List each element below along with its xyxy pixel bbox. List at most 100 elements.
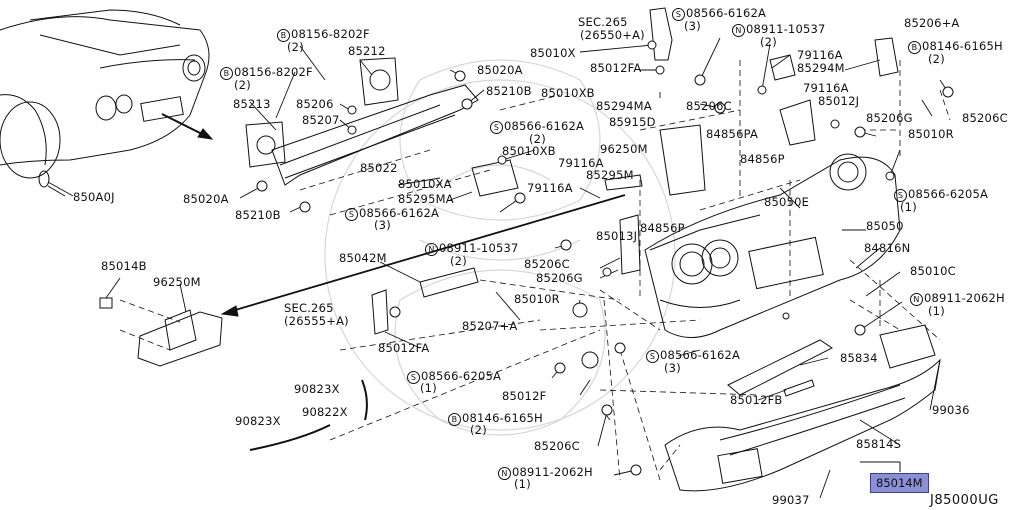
label-99037[interactable]: 99037 [772,493,810,507]
upper-bracket-cluster [372,8,898,334]
label-08566-6205a-left-qty: (1) [420,381,437,395]
label-08156-8202f-1-qty: (2) [287,40,304,54]
label-85834[interactable]: 85834 [840,351,878,365]
label-79116a-2[interactable]: 79116A [803,81,849,95]
label-85206a[interactable]: 85206+A [904,16,960,30]
label-85020a-top[interactable]: 85020A [477,63,523,77]
label-sec265-left-sub: (26555+A) [284,314,349,328]
label-85012fa-left[interactable]: 85012FA [378,341,430,355]
label-85050e[interactable]: 85050E [764,195,810,209]
label-85010xb-2[interactable]: 85010XB [502,144,556,158]
label-85022[interactable]: 85022 [360,161,398,175]
label-84856p-1[interactable]: 84856P [740,152,785,166]
label-96250m-top[interactable]: 96250M [600,142,648,156]
label-90822x[interactable]: 90822X [302,405,348,419]
label-85042m[interactable]: 85042M [339,251,387,265]
label-85010c[interactable]: 85010C [910,264,956,278]
label-85012fb[interactable]: 85012FB [730,393,783,407]
label-85012f[interactable]: 85012F [502,389,547,403]
label-850a0j[interactable]: 850A0J [73,190,115,204]
label-85295ma[interactable]: 85295MA [398,192,454,206]
label-85010r[interactable]: 85010R [908,127,954,141]
label-90823x-2[interactable]: 90823X [235,414,281,428]
label-85010xb-1[interactable]: 85010XB [541,86,595,100]
label-85210b-left[interactable]: 85210B [235,208,281,222]
label-85294ma[interactable]: 85294MA [596,99,652,113]
n-prefix-icon: N [425,243,438,256]
label-08146-6165h-top-qty: (2) [928,52,945,66]
label-08566-6162a-4-qty: (3) [664,361,681,375]
label-08911-10537-mid-qty: (2) [450,254,467,268]
n-prefix-icon: N [498,467,511,480]
label-79116a-4[interactable]: 79116A [527,181,573,195]
label-85014b[interactable]: 85014B [101,259,147,273]
label-08146-6165h-bottom-qty: (2) [470,423,487,437]
label-08566-6162a-3-qty: (3) [374,218,391,232]
label-85010x[interactable]: 85010X [530,46,576,60]
label-08566-6162a-top-qty: (3) [684,19,701,33]
label-85207a[interactable]: 85207+A [462,319,518,333]
label-85210b-top[interactable]: 85210B [486,84,532,98]
label-79116a-3[interactable]: 79116A [558,156,604,170]
label-85010xa[interactable]: 85010XA [398,177,452,191]
label-sec265-left[interactable]: SEC.265 [284,301,334,315]
b-prefix-icon: B [220,67,233,80]
label-sec265-top[interactable]: SEC.265 [578,15,628,29]
label-85207[interactable]: 85207 [302,113,340,127]
label-96250m-left[interactable]: 96250M [153,275,201,289]
label-90823x-1[interactable]: 90823X [294,382,340,396]
label-84856pa[interactable]: 84856PA [706,127,759,141]
label-85206c-mid[interactable]: 85206C [686,99,732,113]
label-85213[interactable]: 85213 [233,97,271,111]
label-85013j[interactable]: 85013J [596,229,638,243]
label-85915d[interactable]: 85915D [609,115,656,129]
label-85012j-top[interactable]: 85012J [818,94,860,108]
label-85206g-center[interactable]: 85206G [536,271,583,285]
label-85050[interactable]: 85050 [866,219,904,233]
n-prefix-icon: N [732,24,745,37]
label-85020a-left[interactable]: 85020A [183,192,229,206]
label-84856p-2[interactable]: 84856P [640,221,685,235]
label-85206c-center[interactable]: 85206C [524,257,570,271]
label-99036[interactable]: 99036 [932,403,970,417]
s-prefix-icon: S [490,121,503,134]
label-85212[interactable]: 85212 [348,44,386,58]
b-prefix-icon: B [908,41,921,54]
label-85206-1[interactable]: 85206 [296,97,334,111]
label-85814s[interactable]: 85814S [856,437,902,451]
label-85206g-top[interactable]: 85206G [866,111,913,125]
label-08911-10537-top-qty: (2) [760,35,777,49]
label-85010r-center[interactable]: 85010R [514,292,560,306]
s-prefix-icon: S [894,189,907,202]
label-sec265-top-sub: (26550+A) [580,28,645,42]
mesh-panel [728,340,832,395]
label-85294m[interactable]: 85294M [797,61,845,75]
highlighted-part-85014m[interactable]: 85014M [870,473,929,493]
label-85012fa-top[interactable]: 85012FA [590,61,642,75]
label-79116a-top[interactable]: 79116A [797,48,843,62]
rear-diffuser [665,325,940,491]
label-85295m[interactable]: 85295M [586,168,634,182]
s-prefix-icon: S [345,208,358,221]
label-08156-8202f-2-qty: (2) [234,78,251,92]
label-85206c-bottom[interactable]: 85206C [534,439,580,453]
label-84816n[interactable]: 84816N [864,241,911,255]
label-85206c-right[interactable]: 85206C [962,111,1008,125]
watermark-emblem [325,60,675,435]
